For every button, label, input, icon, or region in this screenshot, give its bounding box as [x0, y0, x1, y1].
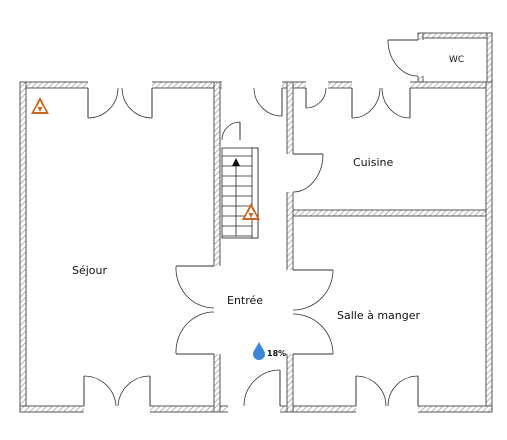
wall-cuisine-salle	[292, 209, 487, 217]
door-salle-left	[292, 269, 334, 355]
warning-triangles-icon[interactable]	[31, 97, 49, 114]
door-sejour-bottom	[83, 375, 151, 407]
door-wc	[387, 39, 419, 77]
door-sejour-top	[87, 87, 153, 119]
room-label-wc: WC	[449, 55, 464, 65]
humidity-sensor[interactable]: 18%	[253, 342, 286, 360]
room-label-salle-a-manger: Salle à manger	[337, 309, 421, 322]
door-cuisine-top	[351, 87, 411, 119]
wall-right	[485, 81, 493, 413]
arrow-up-icon	[232, 158, 240, 166]
wall-wc-top	[417, 32, 493, 39]
wall-left	[19, 81, 27, 413]
room-label-entree: Entrée	[227, 294, 263, 307]
door-entree-top	[221, 87, 283, 141]
door-cuisine-top-small	[305, 87, 327, 109]
door-sejour-entree	[175, 265, 215, 355]
wall-entree-right	[286, 81, 294, 413]
door-cuisine-left	[292, 153, 324, 193]
door-salle-bottom	[355, 375, 419, 407]
room-label-cuisine: Cuisine	[353, 156, 393, 169]
water-drop-icon	[253, 342, 265, 360]
wall-sejour-entree	[213, 81, 221, 413]
room-label-sejour: Séjour	[72, 264, 108, 277]
wall-wc-right	[486, 32, 493, 86]
staircase	[221, 147, 259, 239]
warning-triangles-icon[interactable]	[242, 203, 260, 220]
humidity-value: 18%	[267, 349, 286, 358]
door-entree-bottom	[243, 369, 281, 407]
door-openings	[84, 40, 424, 413]
doors	[83, 39, 419, 407]
